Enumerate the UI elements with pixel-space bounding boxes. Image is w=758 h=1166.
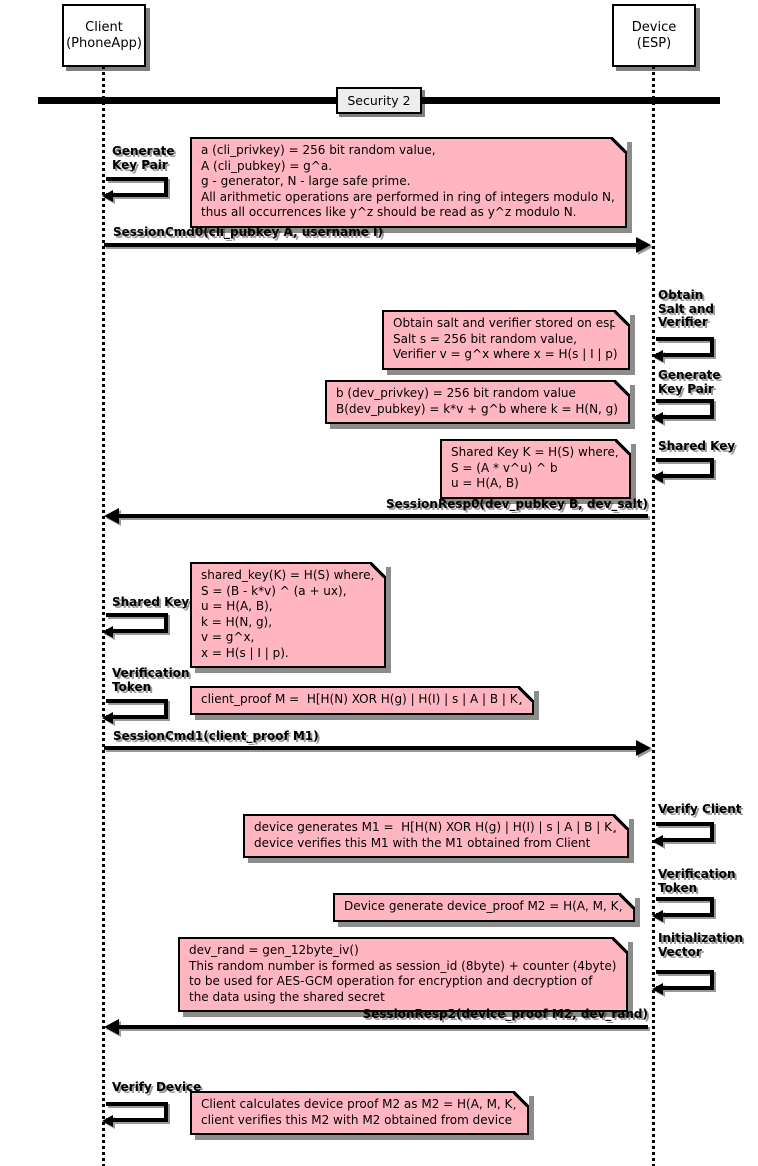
client-generate-key-pair-label: Generate Key Pair <box>112 144 175 172</box>
message-arrow-sessioncmd0 <box>104 237 651 253</box>
message-arrow-sessioncmd1 <box>104 740 651 756</box>
device-obtain-salt-verifier-label: Obtain Salt and Verifier <box>658 288 714 329</box>
note-client-shared-key: shared_key(K) = H(S) where, S = (B - k*v… <box>190 562 387 668</box>
device-shared-key-self-arrow <box>652 458 714 483</box>
note-device-salt-verifier: Obtain salt and verifier stored on esp S… <box>382 310 630 370</box>
note-device-verify-m1: device generates M1 = H[H(N) XOR H(g) | … <box>243 814 629 858</box>
note-client-verify-m2: Client calculates device proof M2 as M2 … <box>190 1091 530 1135</box>
device-verification-token-label: Verification Token <box>658 867 736 895</box>
device-shared-key-label: Shared Key <box>658 439 736 453</box>
actor-client: Client (PhoneApp) <box>62 4 146 67</box>
note-device-iv: dev_rand = gen_12byte_iv() This random n… <box>178 937 629 1012</box>
device-verify-client-self-arrow <box>652 822 714 847</box>
client-generate-key-pair-self-arrow <box>102 177 168 202</box>
message-arrow-sessionresp2 <box>104 1019 648 1035</box>
client-shared-key-label: Shared Key <box>112 595 190 609</box>
lifeline-device <box>652 66 655 1166</box>
device-verification-token-self-arrow <box>652 897 714 922</box>
note-device-key-generation: b (dev_privkey) = 256 bit random value B… <box>325 380 630 424</box>
device-initialization-vector-self-arrow <box>652 970 714 995</box>
note-device-shared-key: Shared Key K = H(S) where, S = (A * v^u)… <box>440 439 631 499</box>
actor-device: Device (ESP) <box>612 4 696 67</box>
message-label-sessionresp0: SessionResp0(dev_pubkey B, dev_salt) <box>386 497 648 511</box>
device-verify-client-label: Verify Client <box>658 802 742 816</box>
device-obtain-salt-verifier-self-arrow <box>652 337 714 362</box>
device-generate-key-pair-self-arrow <box>652 399 714 424</box>
message-arrow-sessionresp0 <box>104 508 648 524</box>
note-device-proof: Device generate device_proof M2 = H(A, M… <box>333 893 636 922</box>
client-verification-token-self-arrow <box>102 699 168 724</box>
client-verify-device-label: Verify Device <box>112 1080 202 1094</box>
message-label-sessioncmd0: SessionCmd0(cli_pubkey A, username I) <box>113 225 383 239</box>
device-initialization-vector-label: Initialization Vector <box>658 931 744 959</box>
note-client-key-generation: a (cli_privkey) = 256 bit random value, … <box>190 137 627 228</box>
divider-label: Security 2 <box>336 87 422 114</box>
lifeline-client <box>102 66 105 1166</box>
message-label-sessionresp2: SessionResp2(device_proof M2, dev_rand) <box>362 1007 648 1021</box>
device-generate-key-pair-label: Generate Key Pair <box>658 368 721 396</box>
client-verify-device-self-arrow <box>102 1102 168 1127</box>
note-client-proof: client_proof M = H[H(N) XOR H(g) | H(I) … <box>190 686 535 715</box>
client-shared-key-self-arrow <box>102 613 168 638</box>
message-label-sessioncmd1: SessionCmd1(client_proof M1) <box>113 729 319 743</box>
client-verification-token-label: Verification Token <box>112 666 190 694</box>
